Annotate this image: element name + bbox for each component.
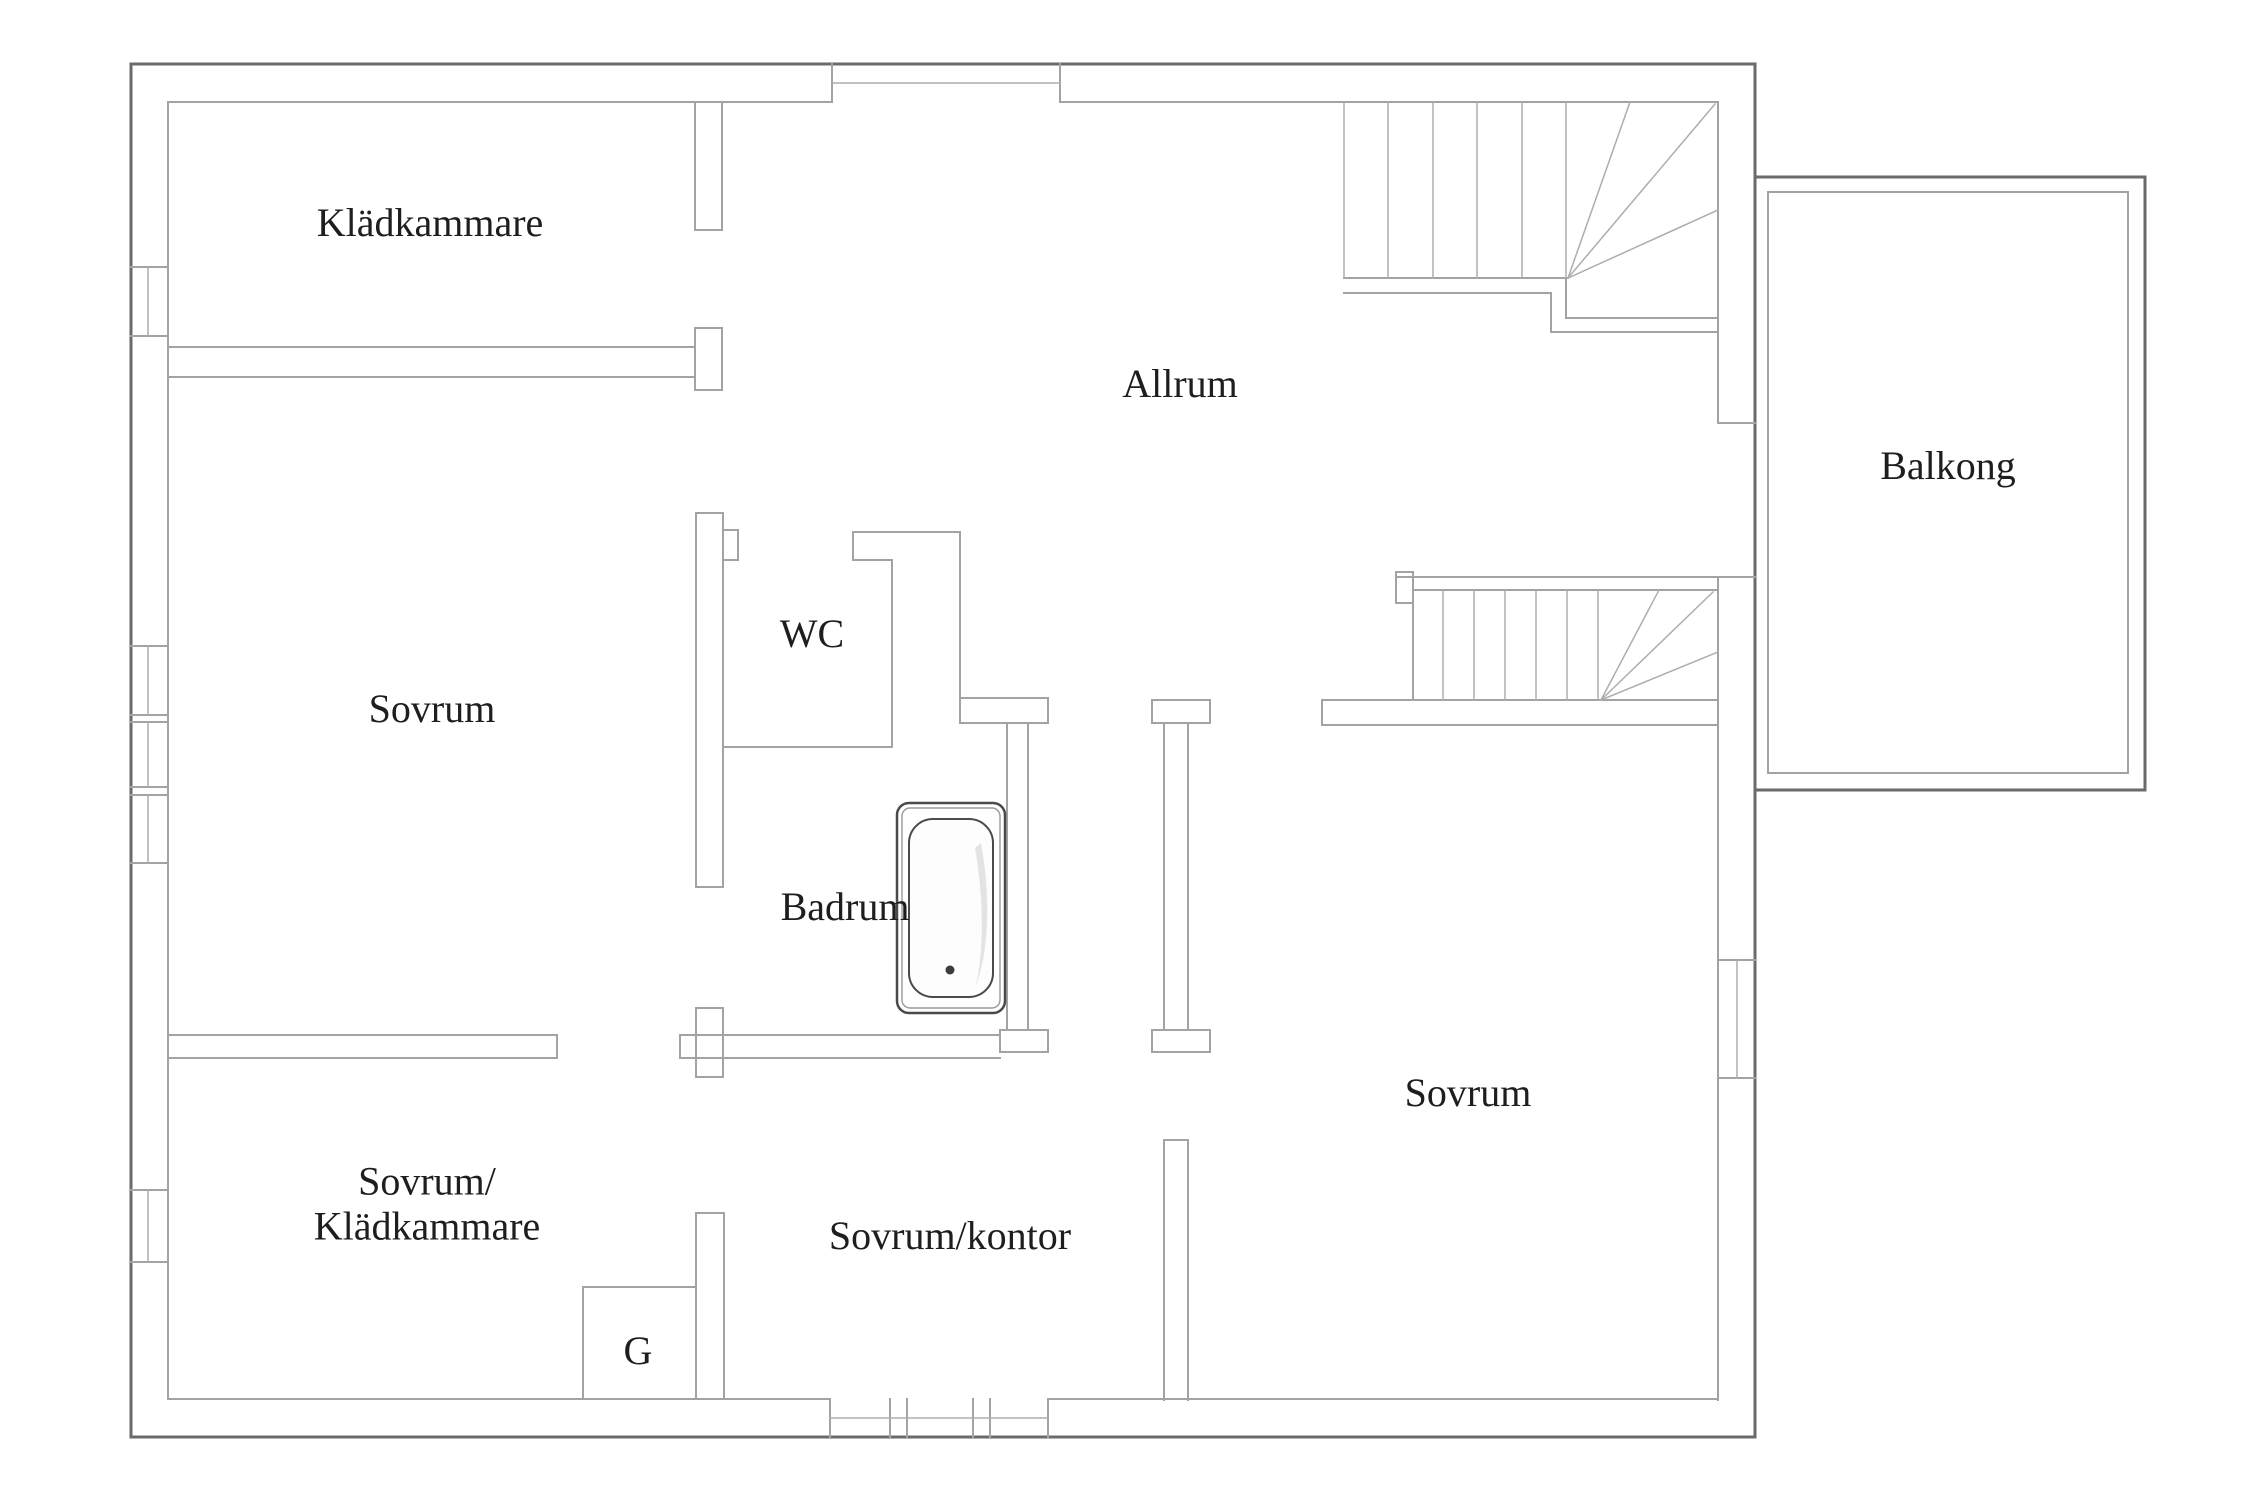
bathtub-icon [901, 807, 1001, 1009]
bathtub-fixture [895, 801, 1007, 1015]
detail-line [1599, 590, 1715, 702]
detail-line [1599, 588, 1661, 702]
outer-walls [129, 62, 2147, 1439]
bathtub-icon [908, 818, 994, 998]
room-label-allrum: Allrum [1122, 361, 1238, 406]
inner-walls [130, 63, 2129, 1438]
detail-line [1566, 102, 1717, 280]
room-label-sovrum-right: Sovrum [1405, 1070, 1532, 1115]
room-label-kladkammare-top: Klädkammare [317, 200, 544, 245]
detail-line [1600, 651, 1719, 701]
room-label-sovrum-kontor: Sovrum/kontor [829, 1213, 1071, 1258]
room-label-sovrum-kladkammare: Sovrum/Klädkammare [314, 1159, 541, 1249]
detail-line [1567, 101, 1631, 279]
bathtub-shading [975, 843, 988, 988]
room-labels: KlädkammareAllrumBalkongSovrumWCBadrumSo… [314, 200, 2016, 1373]
stair-treads-and-window-lines [147, 82, 1738, 1419]
detail-line [1567, 209, 1719, 279]
room-label-badrum: Badrum [781, 884, 910, 929]
bathtub-drain-icon [945, 965, 955, 975]
room-label-wc: WC [780, 611, 844, 656]
room-label-garderob: G [624, 1328, 653, 1373]
room-label-balkong: Balkong [1880, 443, 2016, 488]
room-label-sovrum-left: Sovrum [369, 686, 496, 731]
